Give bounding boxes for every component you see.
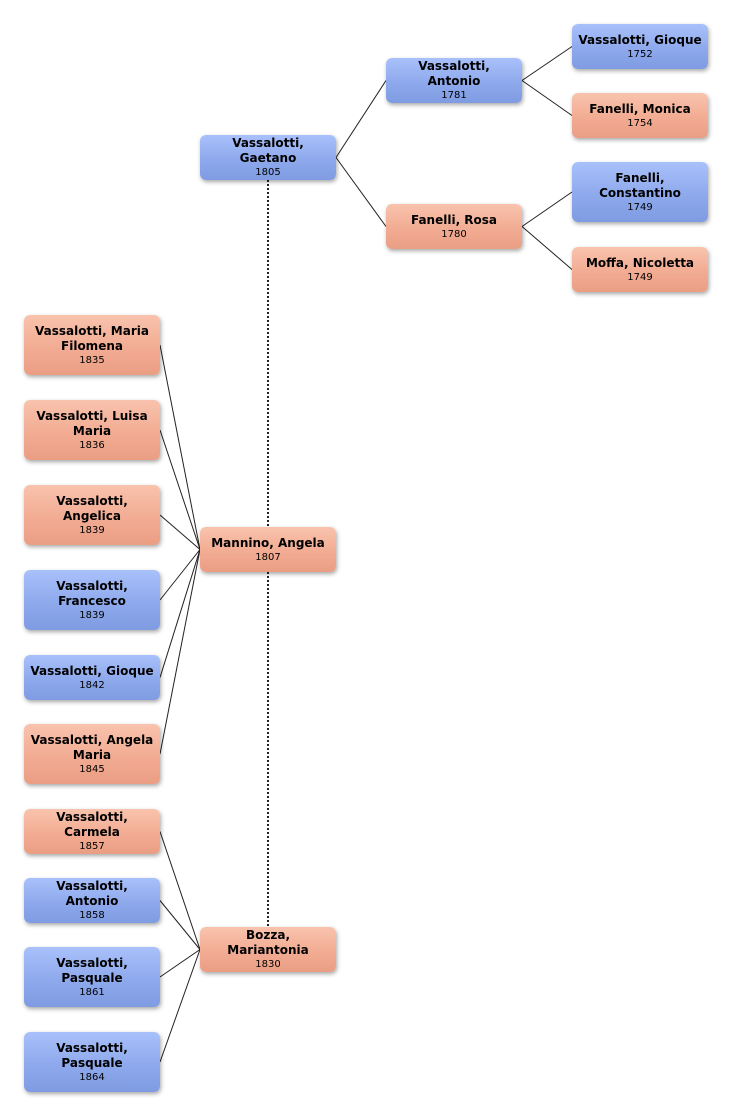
child-connector-line bbox=[159, 429, 201, 550]
child-connector-line bbox=[159, 831, 201, 950]
person-name: Vassalotti, Francesco bbox=[56, 578, 128, 608]
person-angela[interactable]: Mannino, Angela 1807 bbox=[200, 527, 336, 572]
person-gioque-1752[interactable]: Vassalotti, Gioque 1752 bbox=[572, 24, 708, 69]
person-name: Vassalotti, Maria Filomena bbox=[35, 323, 149, 353]
person-birth-year: 1839 bbox=[79, 609, 105, 621]
person-name: Vassalotti, Luisa Maria bbox=[36, 408, 148, 438]
person-francesco[interactable]: Vassalotti, Francesco 1839 bbox=[24, 570, 160, 630]
person-angela-maria[interactable]: Vassalotti, Angela Maria 1845 bbox=[24, 724, 160, 784]
person-birth-year: 1781 bbox=[441, 90, 467, 101]
person-carmela[interactable]: Vassalotti, Carmela 1857 bbox=[24, 809, 160, 854]
person-birth-year: 1864 bbox=[79, 1071, 105, 1083]
person-name: Vassalotti, Antonio bbox=[418, 59, 490, 88]
person-birth-year: 1857 bbox=[79, 841, 105, 852]
person-name: Fanelli, Monica bbox=[589, 101, 691, 116]
person-antonio-1781[interactable]: Vassalotti, Antonio 1781 bbox=[386, 58, 522, 103]
person-name: Vassalotti, Angelica bbox=[56, 493, 128, 523]
child-connector-line bbox=[159, 549, 201, 678]
person-gioque-1842[interactable]: Vassalotti, Gioque 1842 bbox=[24, 655, 160, 700]
parent-connector-line bbox=[335, 157, 387, 227]
parent-connector-line bbox=[521, 80, 573, 116]
person-birth-year: 1845 bbox=[79, 763, 105, 775]
person-luisa-maria[interactable]: Vassalotti, Luisa Maria 1836 bbox=[24, 400, 160, 460]
child-connector-line bbox=[159, 900, 201, 950]
person-name: Vassalotti, Pasquale bbox=[56, 955, 128, 985]
person-birth-year: 1805 bbox=[255, 167, 281, 178]
person-birth-year: 1842 bbox=[79, 679, 105, 691]
parent-connector-line bbox=[521, 226, 573, 270]
child-connector-line bbox=[159, 344, 201, 550]
person-pasquale-1864[interactable]: Vassalotti, Pasquale 1864 bbox=[24, 1032, 160, 1092]
parent-connector-line bbox=[521, 46, 573, 81]
person-birth-year: 1749 bbox=[627, 201, 653, 213]
person-name: Vassalotti, Gioque bbox=[578, 32, 702, 47]
person-pasquale-1861[interactable]: Vassalotti, Pasquale 1861 bbox=[24, 947, 160, 1007]
child-connector-line bbox=[159, 514, 201, 550]
person-name: Vassalotti, Carmela bbox=[56, 810, 128, 839]
child-connector-line bbox=[159, 549, 201, 755]
person-gaetano[interactable]: Vassalotti, Gaetano 1805 bbox=[200, 135, 336, 180]
person-birth-year: 1807 bbox=[255, 551, 281, 563]
person-birth-year: 1752 bbox=[627, 48, 653, 60]
person-constantino[interactable]: Fanelli, Constantino 1749 bbox=[572, 162, 708, 222]
person-maria-filomena[interactable]: Vassalotti, Maria Filomena 1835 bbox=[24, 315, 160, 375]
person-angelica[interactable]: Vassalotti, Angelica 1839 bbox=[24, 485, 160, 545]
person-name: Vassalotti, Gaetano bbox=[232, 136, 304, 165]
person-name: Moffa, Nicoletta bbox=[585, 255, 695, 270]
child-connector-line bbox=[159, 949, 201, 1063]
person-antonio-1858[interactable]: Vassalotti, Antonio 1858 bbox=[24, 878, 160, 923]
child-connector-line bbox=[159, 549, 201, 601]
person-name: Fanelli, Constantino bbox=[599, 170, 681, 200]
person-birth-year: 1836 bbox=[79, 439, 105, 451]
person-mariantonia[interactable]: Bozza, Mariantonia 1830 bbox=[200, 927, 336, 972]
person-rosa[interactable]: Fanelli, Rosa 1780 bbox=[386, 204, 522, 249]
person-name: Vassalotti, Angela Maria bbox=[30, 732, 154, 762]
person-name: Bozza, Mariantonia bbox=[227, 928, 309, 957]
person-birth-year: 1754 bbox=[627, 117, 653, 129]
person-name: Vassalotti, Pasquale bbox=[56, 1040, 128, 1070]
person-name: Fanelli, Rosa bbox=[410, 212, 498, 227]
person-birth-year: 1858 bbox=[79, 910, 105, 921]
person-monica[interactable]: Fanelli, Monica 1754 bbox=[572, 93, 708, 138]
person-birth-year: 1835 bbox=[79, 354, 105, 366]
parent-connector-line bbox=[521, 191, 573, 227]
person-nicoletta[interactable]: Moffa, Nicoletta 1749 bbox=[572, 247, 708, 292]
person-birth-year: 1780 bbox=[441, 228, 467, 240]
child-connector-line bbox=[159, 949, 201, 978]
person-name: Vassalotti, Gioque bbox=[30, 663, 154, 678]
person-name: Vassalotti, Antonio bbox=[56, 879, 128, 908]
person-birth-year: 1830 bbox=[255, 959, 281, 970]
parent-connector-line bbox=[335, 80, 387, 158]
person-birth-year: 1861 bbox=[79, 986, 105, 998]
person-name: Mannino, Angela bbox=[211, 535, 325, 550]
person-birth-year: 1749 bbox=[627, 271, 653, 283]
person-birth-year: 1839 bbox=[79, 524, 105, 536]
